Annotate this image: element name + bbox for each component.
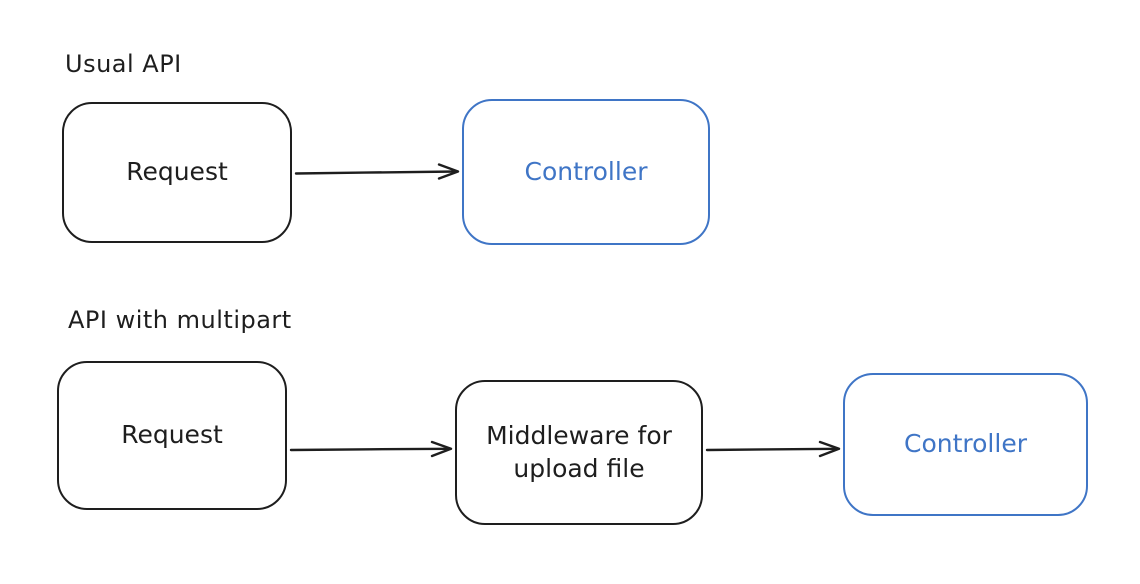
node-controller-2: Controller xyxy=(843,373,1088,516)
node-middleware: Middleware for upload file xyxy=(455,380,703,525)
section-title-api-with-multipart: API with multipart xyxy=(68,306,292,334)
node-request-2: Request xyxy=(57,361,287,510)
node-request-1: Request xyxy=(62,102,292,243)
node-controller-1-label: Controller xyxy=(524,156,648,186)
node-controller-2-label: Controller xyxy=(904,429,1027,459)
node-request-2-label: Request xyxy=(121,420,223,450)
arrow-middleware-to-controller xyxy=(705,440,841,458)
arrow-request-to-controller-1 xyxy=(294,163,460,180)
section-title-usual-api: Usual API xyxy=(65,50,182,78)
node-controller-1: Controller xyxy=(462,99,710,245)
node-request-1-label: Request xyxy=(126,157,228,187)
arrow-request-to-middleware xyxy=(289,440,453,458)
node-middleware-label: Middleware for upload file xyxy=(486,421,672,483)
